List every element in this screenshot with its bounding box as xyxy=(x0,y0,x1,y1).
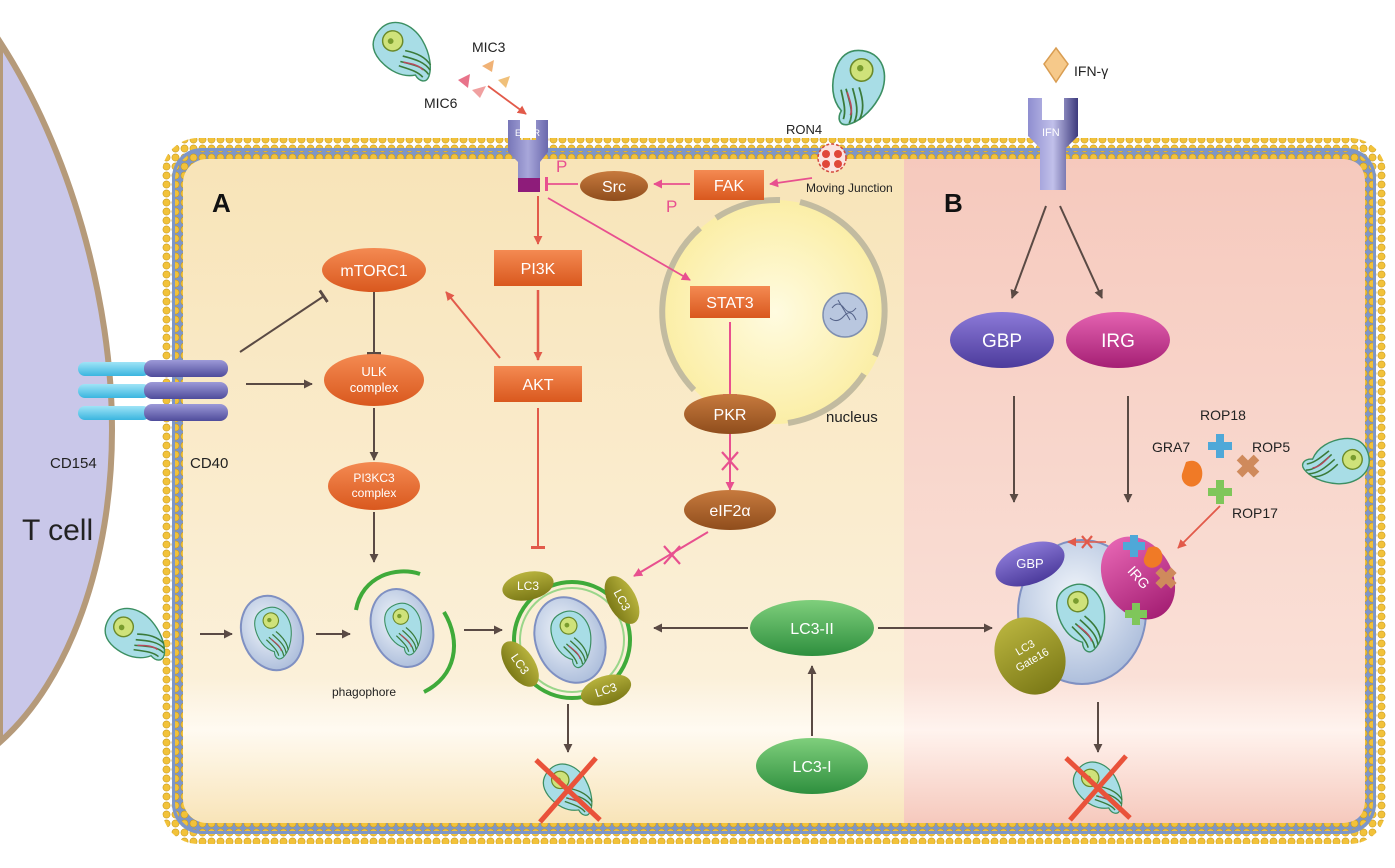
lc3-i-label: LC3-I xyxy=(792,759,831,776)
rop18-label: ROP18 xyxy=(1200,407,1246,423)
mtorc1-node: mTORC1 xyxy=(322,248,426,292)
arrow-rops-irg xyxy=(1177,505,1221,549)
ulk-label-1: ULK xyxy=(361,364,387,379)
lc3-node-4: LC3 xyxy=(580,674,632,706)
mtorc1-label: mTORC1 xyxy=(340,263,407,280)
cd40-receptor xyxy=(144,360,228,421)
gbp-node: GBP xyxy=(950,312,1054,368)
irg-label: IRG xyxy=(1101,331,1135,352)
rop5-shape xyxy=(1236,454,1260,478)
lc3-i-node: LC3-I xyxy=(756,738,868,794)
t-cell-label: T cell xyxy=(22,514,93,547)
gbp-bound-node: GBP xyxy=(995,541,1065,587)
lc3-node-3: LC3 xyxy=(501,641,539,687)
ifn-receptor-label: IFN xyxy=(1042,127,1060,139)
arrow-mic-egfr xyxy=(487,85,527,115)
rop17-label: ROP17 xyxy=(1232,505,1278,521)
mic3-label: MIC3 xyxy=(472,39,506,55)
egfr-label: EGFR xyxy=(515,128,541,138)
moving-junction-label: Moving Junction xyxy=(806,181,893,195)
rop18-shape xyxy=(1208,434,1232,458)
ulk-label-2: complex xyxy=(350,380,399,395)
pkr-label: PKR xyxy=(714,407,747,424)
inhibit-cd40-mtorc1 xyxy=(239,289,329,353)
arrow-ifn-gbp xyxy=(1010,205,1047,299)
vacuole-parasite-1 xyxy=(239,594,305,672)
eif2a-node: eIF2α xyxy=(684,490,776,530)
eif2a-label: eIF2α xyxy=(709,503,750,520)
akt-node: AKT xyxy=(494,366,582,402)
cd154-receptor xyxy=(78,362,150,420)
cd154-label: CD154 xyxy=(50,455,97,472)
bound-rops xyxy=(1123,535,1177,625)
t-cell xyxy=(0,36,116,747)
arrow-egfr-stat3 xyxy=(547,197,691,281)
egfr-receptor xyxy=(508,120,548,192)
pi3kc3-complex-node: PI3KC3 complex xyxy=(328,462,420,510)
pi3k-label: PI3K xyxy=(521,261,556,278)
stat3-node: STAT3 xyxy=(690,286,770,318)
panel-b-label: B xyxy=(944,188,963,218)
pi3kc3-label-1: PI3KC3 xyxy=(353,471,395,485)
gra7-label: GRA7 xyxy=(1152,439,1190,455)
pi3kc3-label-2: complex xyxy=(352,486,397,500)
gra7-shape xyxy=(1181,460,1203,487)
fak-label: FAK xyxy=(714,178,745,195)
fak-node: FAK xyxy=(694,170,764,200)
ron4-label: RON4 xyxy=(786,122,822,137)
destroyed-parasite-a xyxy=(534,755,607,825)
mic-ligands xyxy=(458,60,510,98)
phagophore-vacuole xyxy=(354,569,457,694)
parasite-egfr-top xyxy=(363,12,447,92)
arrow-akt-mtorc1 xyxy=(445,291,501,359)
phagophore-label: phagophore xyxy=(332,685,396,699)
cd40-label: CD40 xyxy=(190,455,228,472)
ifn-gamma-label: IFN-γ xyxy=(1074,63,1108,79)
src-label: Src xyxy=(602,179,626,196)
arrow-ifn-irg xyxy=(1059,205,1103,299)
gbp-label: GBP xyxy=(982,331,1022,352)
src-node: Src xyxy=(580,171,648,201)
destroyed-parasite-b xyxy=(1064,753,1137,823)
akt-label: AKT xyxy=(522,377,553,394)
panel-b-region xyxy=(904,159,1365,823)
gbp-bound-label: GBP xyxy=(1016,556,1043,571)
rop17-shape xyxy=(1208,480,1232,504)
stat3-label: STAT3 xyxy=(706,295,754,312)
ifn-gamma-diamond xyxy=(1043,46,1069,84)
pi3k-node: PI3K xyxy=(494,250,582,286)
pkr-node: PKR xyxy=(684,394,776,434)
ulk-complex-node: ULK complex xyxy=(324,354,424,406)
block-eif2a-lc3 xyxy=(663,545,681,565)
irg-node: IRG xyxy=(1066,312,1170,368)
nucleus xyxy=(659,196,888,426)
rop5-label: ROP5 xyxy=(1252,439,1290,455)
lc3-label-4: LC3 xyxy=(593,680,619,700)
lc3-ii-node: LC3-II xyxy=(750,600,874,656)
arrows xyxy=(200,85,1221,753)
ifn-receptor xyxy=(1028,98,1078,190)
block-pkr-eif2a xyxy=(721,451,739,471)
nucleus-label: nucleus xyxy=(826,409,878,426)
block-marks xyxy=(663,451,1093,565)
lc3-node-2: LC3 xyxy=(604,576,640,624)
mic6-label: MIC6 xyxy=(424,95,458,111)
lc3-label-1: LC3 xyxy=(517,579,539,593)
autophagosome xyxy=(512,580,632,700)
block-irg-gbp xyxy=(1081,535,1093,549)
phospho-label-2: P xyxy=(666,197,677,216)
ron4-junction xyxy=(817,143,847,173)
lc3-node-1: LC3 xyxy=(502,571,554,601)
lc3-ii-label: LC3-II xyxy=(790,621,834,638)
phospho-label-1: P xyxy=(556,157,567,176)
arrow-junction-fak xyxy=(769,177,813,188)
lc3-gate16-node: LC3 Gate16 xyxy=(994,617,1066,695)
parasite-ron4-top xyxy=(826,46,889,131)
panel-a-label: A xyxy=(212,188,231,218)
